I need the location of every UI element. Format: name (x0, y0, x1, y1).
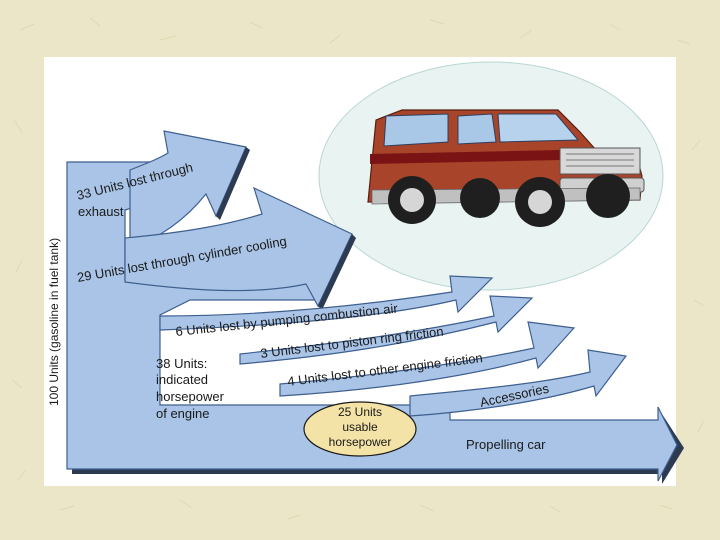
pumping-arrow (159, 275, 494, 331)
indicated-label-line4: of engine (156, 406, 210, 421)
car-illustration (367, 109, 645, 227)
usable-label-line1: 25 Units (338, 405, 382, 419)
piston-label: 3 Units lost to piston ring friction (260, 324, 445, 361)
propelling-label: Propelling car (466, 437, 546, 452)
cooling-arrow-shadow (318, 234, 356, 310)
indicated-label-line1: 38 Units: (156, 356, 207, 371)
exhaust-arrow-shadow (216, 147, 250, 220)
exhaust-label-line2: exhaust (78, 204, 124, 219)
friction-arrow (279, 321, 576, 397)
usable-label-line2: usable (342, 420, 378, 434)
accessories-arrow (409, 349, 628, 417)
usable-label-line3: horsepower (329, 435, 392, 449)
indicated-label-line2: indicated (156, 372, 208, 387)
usable-horsepower-badge (303, 401, 417, 457)
vertical-axis-label: 100 Units (gasoline in fuel tank) (47, 238, 61, 406)
indicated-label-line3: horsepower (156, 389, 225, 404)
piston-arrow (239, 295, 534, 365)
